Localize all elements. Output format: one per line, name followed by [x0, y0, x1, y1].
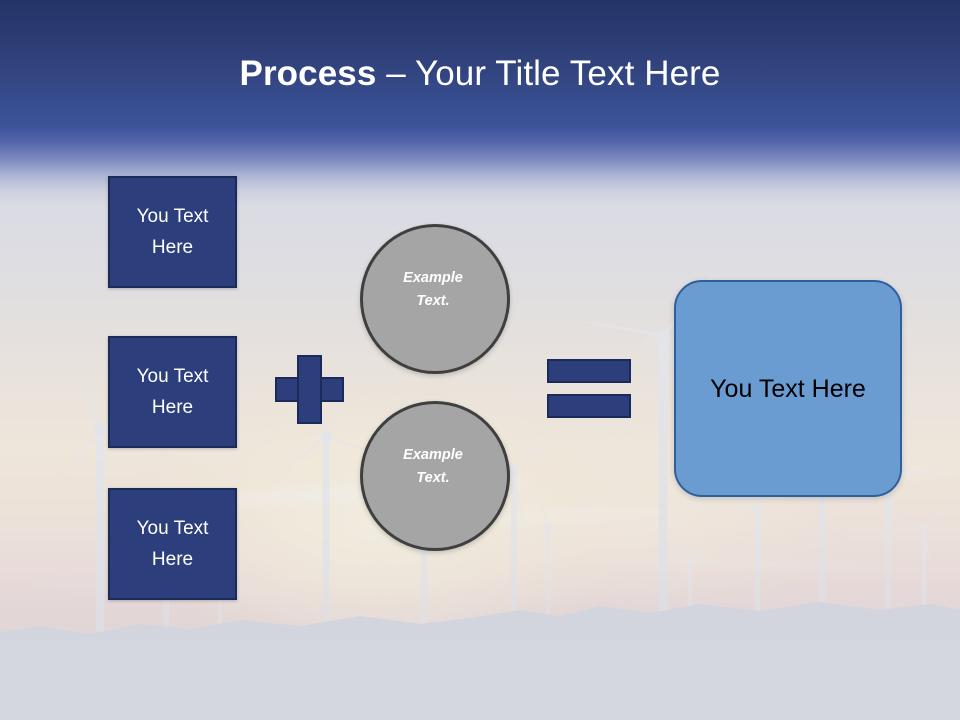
example-circle-1-line1: Example: [403, 270, 463, 286]
wind-turbine-icon: [512, 528, 584, 658]
wind-turbine-icon: [715, 508, 799, 658]
turbine-mast: [218, 545, 222, 655]
equals-icon: [547, 359, 631, 418]
turbine-mast: [818, 424, 826, 654]
input-box-3[interactable]: You Text Here: [108, 488, 237, 600]
equals-top-bar: [547, 359, 631, 383]
wind-turbine-icon: [38, 430, 162, 660]
wind-turbine-icon: [462, 470, 566, 665]
example-circle-2-text: Example Text.: [403, 444, 463, 490]
example-circle-1[interactable]: Example Text.: [360, 224, 510, 374]
page-title-rest: – Your Title Text Here: [376, 54, 721, 93]
input-box-2[interactable]: You Text Here: [108, 336, 237, 448]
turbine-blade: [690, 559, 718, 561]
input-box-3-label: You Text Here: [136, 518, 209, 570]
example-circle-1-text: Example Text.: [403, 267, 463, 313]
turbine-mast: [658, 336, 668, 646]
turbine-mast: [421, 500, 427, 665]
equals-bottom-bar: [547, 394, 631, 418]
page-title-strong: Process: [239, 54, 377, 93]
turbine-blade: [547, 525, 584, 541]
example-circle-1-line2: Text.: [416, 293, 450, 309]
turbine-mast: [322, 436, 330, 651]
result-box[interactable]: You Text Here: [674, 280, 902, 497]
page-title: Process – Your Title Text Here: [0, 52, 960, 96]
turbine-mast: [921, 528, 927, 663]
turbine-mast: [511, 470, 517, 665]
plus-center-patch: [299, 379, 320, 400]
hill-ridge: [0, 580, 960, 720]
input-box-2-label: You Text Here: [136, 366, 209, 418]
turbine-mast: [754, 508, 760, 658]
plus-icon: [275, 355, 344, 424]
turbine-mast: [545, 528, 551, 658]
example-circle-2[interactable]: Example Text.: [360, 401, 510, 551]
input-box-1-label: You Text Here: [136, 206, 209, 258]
wind-turbine-icon: [585, 336, 741, 646]
wind-turbine-icon: [268, 436, 384, 651]
example-circle-2-line2: Text.: [416, 470, 450, 486]
turbine-mast: [885, 468, 891, 658]
example-circle-2-line1: Example: [403, 447, 463, 463]
turbine-mast: [96, 430, 104, 660]
result-box-label: You Text Here: [710, 374, 866, 403]
input-box-1[interactable]: You Text Here: [108, 176, 237, 288]
wind-turbine-icon: [886, 528, 960, 663]
